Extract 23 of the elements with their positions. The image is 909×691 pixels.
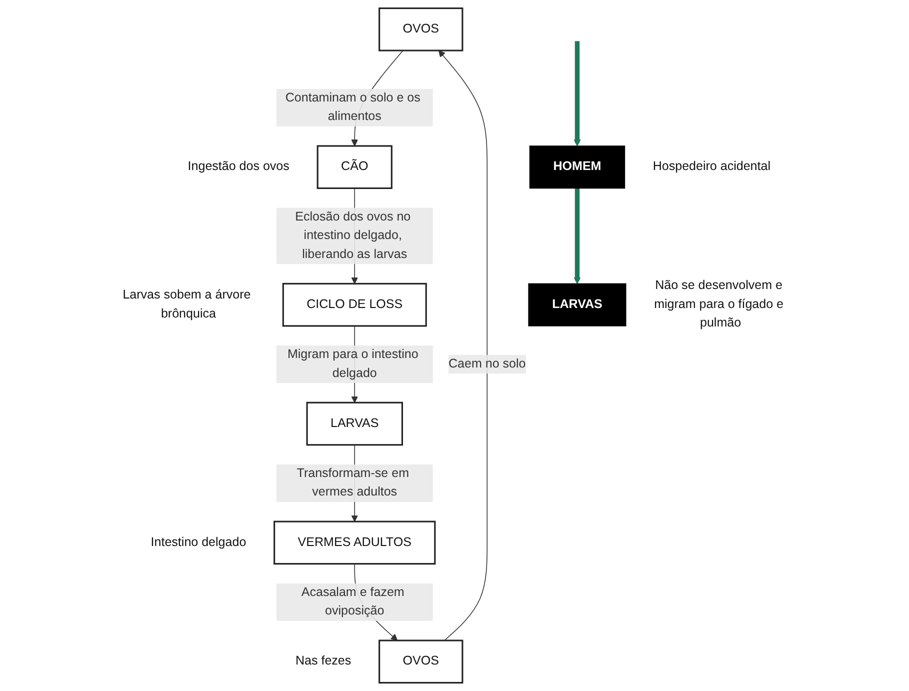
edge-label: Migram para o intestino delgado (287, 348, 418, 380)
edge-label: Acasalam e fazem oviposição (301, 586, 404, 618)
node-box: LARVAS (528, 283, 626, 326)
node-box: HOMEM (529, 146, 626, 189)
node-label: Ingestão dos ovos (188, 160, 290, 174)
node-box: VERMES ADULTOS (274, 520, 436, 565)
arrow (574, 188, 581, 284)
arrow (438, 50, 488, 641)
edge-label: Contaminam o solo e os alimentos (285, 91, 420, 124)
edge-label: Eclosão dos ovos no intestino delgado, liberando as larvas (295, 210, 411, 261)
node-box: CÃO (316, 145, 392, 189)
node-label: Larvas sobem a árvore brônquica (122, 288, 251, 320)
edge-label: Caem no solo (448, 357, 526, 371)
node-box: CICLO DE LOSS (282, 282, 427, 327)
node-box: LARVAS (306, 402, 403, 446)
node-box: OVOS (378, 640, 464, 684)
node-box: OVOS (378, 7, 464, 52)
arrow (574, 41, 581, 146)
edge-label: Transformam-se em vermes adultos (296, 466, 409, 499)
node-label: Nas fezes (295, 654, 352, 668)
node-label: Não se desenvolvem e migram para o fígado e pulmão (654, 278, 784, 330)
node-label: Intestino delgado (150, 536, 246, 549)
node-label: Hospedeiro acidental (652, 160, 770, 174)
